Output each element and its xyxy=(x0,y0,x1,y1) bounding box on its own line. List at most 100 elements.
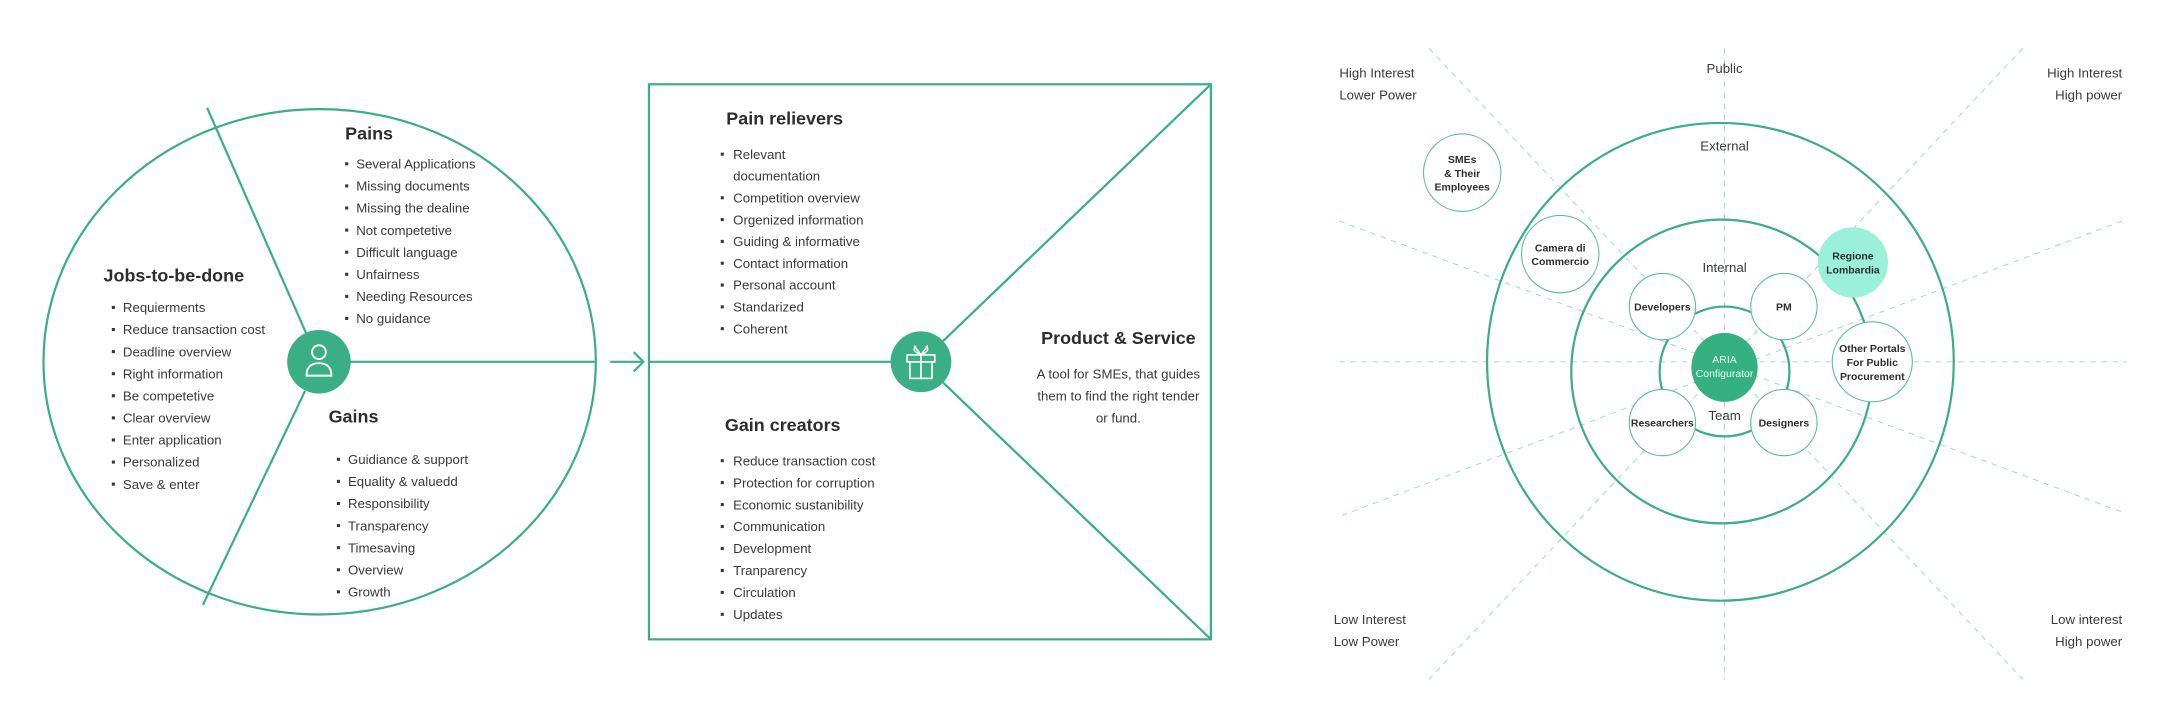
bullet-icon xyxy=(345,272,349,276)
divider-line xyxy=(206,107,308,335)
bullet-icon xyxy=(336,568,340,572)
product-description-line: or fund. xyxy=(1096,411,1141,426)
list-item: Circulation xyxy=(733,585,796,600)
node-label: Designers xyxy=(1759,419,1810,430)
stakeholder-map: Public High Interest Lower Power High In… xyxy=(1334,48,2127,680)
list-item: Equality & valuedd xyxy=(348,474,458,489)
bullet-icon xyxy=(720,546,724,551)
bullet-icon xyxy=(345,162,349,166)
node-camera: Camera di Commercio xyxy=(1521,214,1600,294)
node-label: SMEs xyxy=(1448,155,1477,166)
list-item: Timesaving xyxy=(348,540,415,555)
list-item: Growth xyxy=(348,585,391,600)
customer-profile: Pains Jobs-to-be-done Gains Several Appl… xyxy=(42,107,597,616)
pain-relievers-title: Pain relievers xyxy=(726,108,843,128)
list-item: Transparency xyxy=(348,518,429,533)
node-label: Developers xyxy=(1634,303,1691,314)
node-label: ARIA xyxy=(1712,355,1736,366)
bullet-icon xyxy=(720,196,724,200)
list-item: Overview xyxy=(348,562,404,577)
list-item: No guidance xyxy=(356,311,430,326)
list-item: Tranparency xyxy=(733,563,807,578)
node-circle xyxy=(1831,321,1913,403)
bullet-icon xyxy=(720,152,724,156)
node-circle xyxy=(1628,388,1697,457)
list-item: Missing documents xyxy=(356,179,470,194)
list-item: documentation xyxy=(733,169,820,184)
bullet-icon xyxy=(720,568,724,572)
bullet-icon xyxy=(345,316,349,320)
bullet-icon xyxy=(336,457,340,461)
gains-title: Gains xyxy=(329,407,379,427)
list-item: Clear overview xyxy=(123,411,211,426)
person-icon xyxy=(287,330,351,394)
node-label: Researchers xyxy=(1631,419,1694,430)
node-label: Camera di xyxy=(1535,243,1586,254)
list-item: Personalized xyxy=(123,455,200,470)
list-item: Enter application xyxy=(123,433,222,448)
bullet-icon xyxy=(720,590,724,594)
divider-line xyxy=(942,381,1212,641)
public-label: Public xyxy=(1706,61,1742,76)
bullet-icon xyxy=(720,305,724,309)
bullet-icon xyxy=(720,261,724,265)
list-item: Unfairness xyxy=(356,267,420,282)
bullet-icon xyxy=(336,524,340,528)
quadrant-label: High Interest xyxy=(1339,65,1414,80)
bullet-icon xyxy=(345,250,349,254)
bullet-icon xyxy=(111,305,115,309)
node-label: Commercio xyxy=(1531,257,1589,268)
bullet-icon xyxy=(345,184,349,188)
quadrant-label: High Interest xyxy=(2047,65,2122,80)
bullet-icon xyxy=(720,283,724,287)
product-description-line: A tool for SMEs, that guides xyxy=(1037,366,1201,381)
bullet-icon xyxy=(336,479,340,483)
node-researchers: Researchers xyxy=(1628,388,1697,457)
quadrant-label: Lower Power xyxy=(1339,87,1417,102)
node-label: Procurement xyxy=(1840,372,1905,383)
node-circle xyxy=(1422,133,1502,212)
list-item: Several Applications xyxy=(356,157,476,172)
list-item: Contact information xyxy=(733,256,848,271)
bullet-icon xyxy=(345,206,349,210)
list-item: Be competetive xyxy=(123,388,214,403)
bullet-icon xyxy=(720,481,724,485)
bullet-icon xyxy=(720,525,724,529)
quadrant-label: High power xyxy=(2055,87,2123,102)
node-label: Lombardia xyxy=(1826,265,1880,276)
list-item: Save & enter xyxy=(123,477,200,492)
bullet-icon xyxy=(720,459,724,463)
list-item: Communication xyxy=(733,519,825,534)
node-circle xyxy=(1521,214,1600,294)
list-item: Right information xyxy=(123,366,223,381)
list-item: Development xyxy=(733,541,811,556)
quadrant-label: Low interest xyxy=(2051,612,2123,627)
node-label: Other Portals xyxy=(1839,344,1906,355)
list-item: Relevant xyxy=(733,147,786,162)
node-circle xyxy=(1817,227,1889,298)
value-map: Pain relievers Gain creators Relevant doc… xyxy=(647,83,1213,641)
team-label: Team xyxy=(1708,408,1740,423)
list-item: Personal account xyxy=(733,278,836,293)
bullet-icon xyxy=(720,239,724,243)
list-item: Orgenized information xyxy=(733,212,863,227)
list-item: Reduce transaction cost xyxy=(123,322,265,337)
stakeholder-nodes: Developers PM Researchers Designers RegioneL… xyxy=(1422,133,1913,457)
bullet-icon xyxy=(111,327,115,332)
divider-line xyxy=(942,83,1212,342)
quadrant-label: Low Interest xyxy=(1334,612,1406,627)
bullet-icon xyxy=(336,590,340,594)
list-item: Responsibility xyxy=(348,496,430,511)
bullet-icon xyxy=(345,294,349,298)
node-label: & Their xyxy=(1444,169,1480,180)
gain-creators-title: Gain creators xyxy=(725,415,841,435)
node-label: PM xyxy=(1776,303,1792,314)
arrow-icon xyxy=(610,351,645,373)
